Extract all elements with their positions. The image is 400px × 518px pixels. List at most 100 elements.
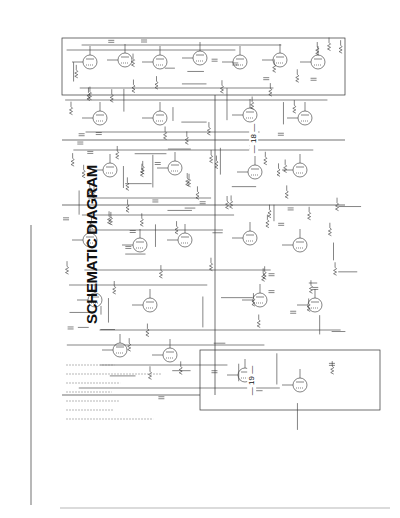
capacitor-symbol [152,199,158,200]
wire [253,293,254,298]
resistor-symbol [155,81,158,89]
resistor-symbol [269,88,272,96]
vacuum-tube-symbol [293,238,307,252]
resistor-symbol [116,151,119,159]
wire [110,212,111,217]
tube-plate [121,57,129,58]
capacitor-symbol [311,78,317,79]
resistor-symbol [87,93,90,101]
resistor-symbol [126,182,129,190]
wire [278,163,279,168]
wire [329,38,330,43]
wire [67,50,236,51]
resistor-symbol [140,218,143,226]
wire [286,185,287,190]
wire [122,245,133,246]
resistor-symbol [185,136,188,144]
wire [294,100,295,105]
wire [231,195,232,200]
wire [265,152,266,157]
wire [338,206,361,207]
wire [240,46,241,55]
notes-text-line [66,392,112,393]
wire [176,221,177,226]
wire [297,69,298,74]
wire [216,156,217,161]
capacitor-symbol [212,61,218,62]
notes-text-line [66,383,120,384]
wire [210,258,211,263]
wire [127,199,128,204]
wire [182,83,207,84]
tube-plate [171,165,179,166]
capacitor-symbol [141,40,147,41]
tube-grid [166,358,174,359]
wire [172,107,173,121]
resistor-symbol [71,158,74,166]
vacuum-tube-symbol [153,55,167,69]
tube-plate [156,59,164,60]
wire [110,154,111,163]
resistor-symbol [328,228,331,236]
resistor-symbol [215,161,218,169]
wire [237,172,248,173]
wire [227,196,228,201]
resistor-symbol [285,190,288,198]
vacuum-tube-symbol [133,238,147,252]
wire [156,76,157,81]
vacuum-tube-symbol [248,165,262,179]
capacitor-symbol [278,135,284,136]
resistor-symbol [307,303,310,311]
capacitor-symbol [263,77,269,78]
wire [167,240,178,241]
resistor-symbol [110,94,113,102]
resistor-symbol [293,105,296,113]
vacuum-tube-symbol [233,55,247,69]
capacitor-symbol [68,328,74,329]
wire [232,186,256,187]
wire [82,215,234,216]
resistor-symbol [273,64,276,72]
resistor-symbol [316,47,319,55]
tube-grid [276,63,284,64]
wire [80,88,274,89]
tube-plate [196,55,204,56]
tube-plate [156,115,164,116]
wire [280,44,281,53]
tube-grid [301,121,309,122]
wire [150,289,151,298]
vacuum-tube-symbol [243,108,257,122]
resistor-symbol [331,366,334,374]
capacitor-symbol [269,273,275,274]
wire [73,150,313,151]
page-title: SCHEMATIC DIAGRAM [82,165,99,324]
vacuum-tube-symbol [83,55,97,69]
wire [282,245,293,246]
wire [300,62,311,63]
resistor-symbol [296,74,299,82]
wire [142,118,153,119]
vacuum-tube-symbol [253,293,267,307]
resistor-symbol [126,204,129,212]
wire [282,385,293,386]
resistor-symbol [266,220,269,228]
capacitor-symbol [63,219,69,220]
capacitor-symbol [79,133,85,134]
resistor-symbol [196,191,199,199]
wire [114,281,115,286]
wire [297,403,298,430]
wire [142,161,143,166]
capacitor-symbol [290,311,296,312]
tube-grid [106,173,114,174]
notes-text-line [66,374,161,375]
tube-plate [116,347,124,348]
wire [88,198,211,199]
vacuum-tube-symbol [143,298,157,312]
wire [220,148,221,175]
resistor-symbol [309,285,312,293]
wire [78,327,89,328]
wire [317,42,318,47]
tube-plate [276,57,284,58]
capacitor-symbol [278,223,284,224]
